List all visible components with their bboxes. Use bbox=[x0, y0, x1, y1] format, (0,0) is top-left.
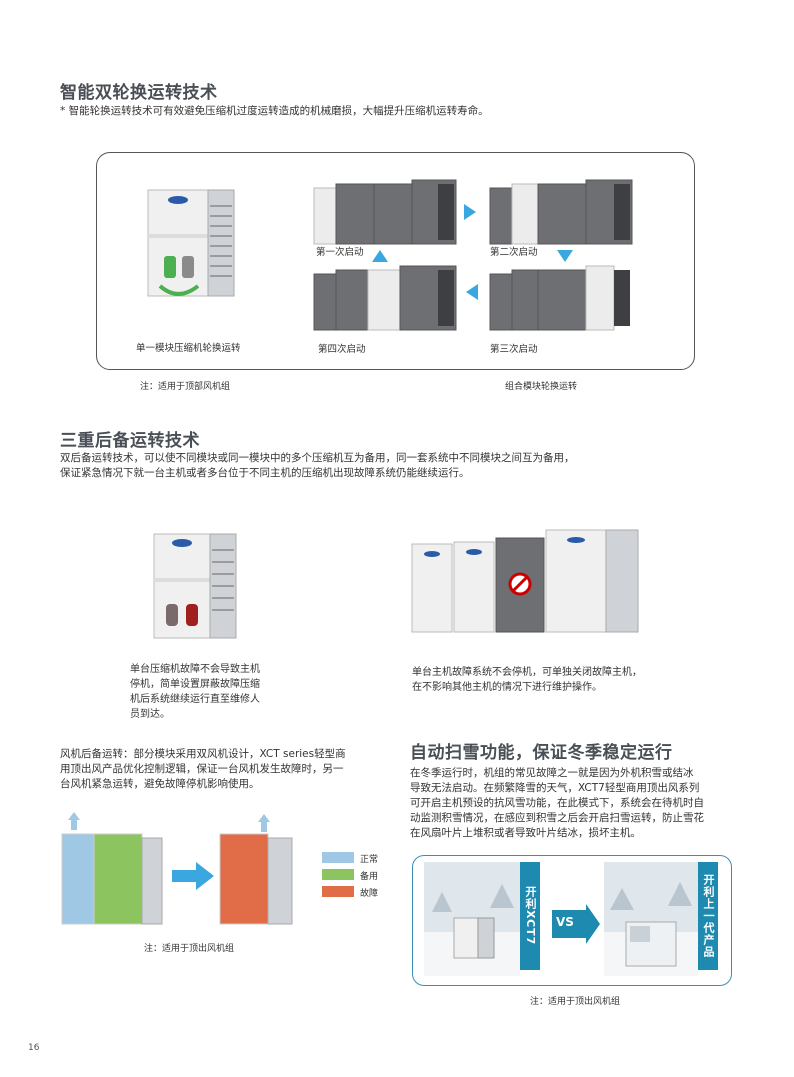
host-fault-units-image bbox=[411, 529, 639, 633]
legend-fault-label: 故障 bbox=[360, 889, 379, 899]
page-number: 16 bbox=[28, 1043, 40, 1053]
section1-desc: * 智能轮换运转技术可有效避免压缩机过度运转造成的机械磨损，大幅提升压缩机运转寿… bbox=[60, 105, 489, 117]
snow-desc: 在冬季运行时，机组的常见故障之一就是因为外机积雪或结冰 导致无法启动。在频繁降雪… bbox=[410, 767, 704, 839]
step2-label: 第二次启动 bbox=[490, 247, 538, 258]
combo-rotation-label: 组合模块轮换运转 bbox=[505, 382, 578, 392]
legend-normal-swatch bbox=[322, 852, 354, 863]
snow-title: 自动扫雪功能，保证冬季稳定运行 bbox=[410, 743, 673, 763]
legend-backup-swatch bbox=[322, 869, 354, 880]
rotation-panel bbox=[96, 152, 695, 370]
combo-unit-step1 bbox=[313, 179, 457, 245]
previous-gen-snow-image bbox=[604, 862, 698, 976]
combo-unit-step3 bbox=[489, 265, 630, 331]
fan-backup-desc: 风机后备运转：部分模块采用双风机设计，XCT series轻型商 用顶出风产品优… bbox=[60, 748, 346, 790]
legend-normal-label: 正常 bbox=[360, 855, 379, 865]
compressor-fault-caption: 单台压缩机故障不会导致主机 停机，简单设置屏蔽故障压缩 机后系统继续运行直至维修… bbox=[130, 664, 260, 720]
single-unit-image bbox=[147, 189, 235, 297]
step1-label: 第一次启动 bbox=[316, 247, 364, 258]
vs-arrow-icon bbox=[552, 904, 600, 944]
legend-backup-label: 备用 bbox=[360, 872, 379, 882]
section2-desc-line2: 保证紧急情况下就一台主机或者多台位于不同主机的压缩机出现故障系统仍能继续运行。 bbox=[60, 467, 470, 479]
section2-desc-line1: 双后备运转技术，可以使不同模块或同一模块中的多个压缩机互为备用，同一套系统中不同… bbox=[60, 452, 575, 464]
step3-label: 第三次启动 bbox=[490, 344, 538, 355]
snow-note: 注：适用于顶出风机组 bbox=[530, 997, 621, 1007]
host-fault-caption: 单台主机故障系统不会停机，可单独关闭故障主机， 在不影响其他主机的情况下进行维护… bbox=[412, 667, 642, 693]
arrow-down-icon bbox=[557, 250, 573, 262]
single-rotation-label: 单一模块压缩机轮换运转 bbox=[136, 343, 241, 354]
section1-title: 智能双轮换运转技术 bbox=[60, 83, 218, 103]
section1-note: 注：适用于顶部风机组 bbox=[140, 382, 231, 392]
fan-note: 注：适用于顶出风机组 bbox=[144, 944, 235, 954]
snow-compare-panel bbox=[412, 855, 732, 986]
xct7-snow-image bbox=[424, 862, 520, 976]
step4-label: 第四次启动 bbox=[318, 344, 366, 355]
arrow-right-icon bbox=[464, 204, 476, 220]
section2-title: 三重后备运转技术 bbox=[60, 431, 200, 451]
compressor-fault-unit-image bbox=[153, 533, 237, 639]
arrow-up-icon bbox=[372, 250, 388, 262]
previous-gen-tag: 开利上一代产品 bbox=[698, 862, 718, 970]
arrow-left-icon bbox=[466, 284, 478, 300]
combo-unit-step2 bbox=[489, 179, 633, 245]
vs-label: VS bbox=[556, 915, 574, 929]
combo-unit-step4 bbox=[313, 265, 457, 331]
fan-backup-diagram bbox=[61, 812, 293, 925]
xct7-tag: 开利XCT7 bbox=[520, 862, 540, 970]
legend-fault-swatch bbox=[322, 886, 354, 897]
